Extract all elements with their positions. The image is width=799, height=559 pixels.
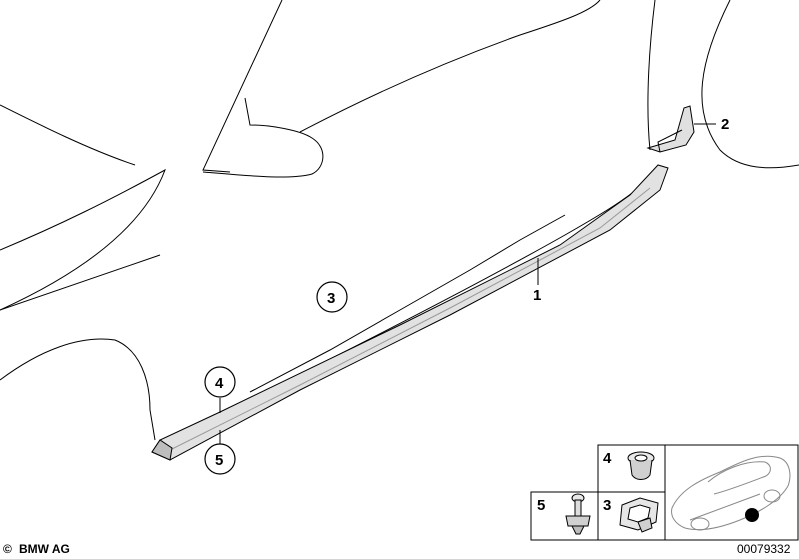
clip-foot	[637, 517, 653, 533]
callout-5: 5	[204, 443, 236, 475]
rear-door-edge	[647, 0, 656, 151]
side-sill-trim	[151, 164, 669, 461]
locator-sill-line	[689, 493, 761, 521]
bracket-shape	[646, 105, 695, 153]
diagram-number: 00079332	[737, 542, 791, 556]
sill-upper-line	[162, 169, 659, 443]
fender-line	[0, 168, 166, 311]
callout-3-circle	[316, 281, 348, 313]
copyright-symbol: ©	[3, 542, 12, 556]
locator-marker	[745, 508, 759, 522]
locator-front-wheel	[690, 517, 710, 531]
brand-label: BMW AG	[19, 542, 70, 556]
sill-highlight	[169, 187, 651, 451]
callout-5-label: 5	[215, 452, 223, 469]
push-rivet-icon	[565, 493, 591, 535]
legend-panel	[530, 444, 799, 541]
locator-car-icon	[671, 455, 791, 531]
locator-rear-wheel	[763, 489, 781, 503]
windshield-pillar	[202, 0, 283, 173]
rivet-base	[565, 515, 591, 527]
callout-3: 3	[316, 281, 348, 313]
locator-car-roof	[707, 461, 771, 495]
bonnet-line	[0, 104, 136, 166]
grommet-body	[629, 459, 653, 480]
roof-line	[299, 0, 601, 133]
legend-label-5: 5	[537, 497, 545, 514]
clip-icon	[619, 497, 659, 533]
legend-label-4: 4	[603, 450, 612, 467]
mirror-outline	[202, 97, 324, 178]
sill-clip-rail	[249, 214, 566, 393]
legend-label-3: 3	[603, 497, 611, 514]
callout-3-label: 3	[327, 290, 335, 307]
callout-2: 2	[721, 116, 729, 133]
grommet-icon	[627, 451, 655, 480]
bracket-part	[646, 105, 695, 153]
callout-4-label: 4	[215, 375, 224, 392]
front-wheel-arch	[0, 338, 156, 441]
sill-body	[151, 164, 669, 461]
callout-1: 1	[533, 287, 541, 304]
sill-end-cap	[151, 439, 173, 461]
rivet-shaft	[574, 499, 582, 517]
car-body-outline	[0, 0, 799, 443]
door-lower-line	[0, 254, 161, 311]
callout-4-circle	[204, 366, 236, 398]
leader-lines	[219, 123, 716, 445]
legend-box-car	[664, 444, 799, 541]
locator-car-body	[671, 455, 791, 531]
bracket-edge	[657, 129, 683, 153]
rear-wheel-arch	[701, 0, 799, 169]
callout-4: 4	[204, 366, 236, 398]
grommet-hole	[634, 454, 648, 462]
rivet-tip	[571, 525, 585, 535]
callout-5-circle	[204, 443, 236, 475]
